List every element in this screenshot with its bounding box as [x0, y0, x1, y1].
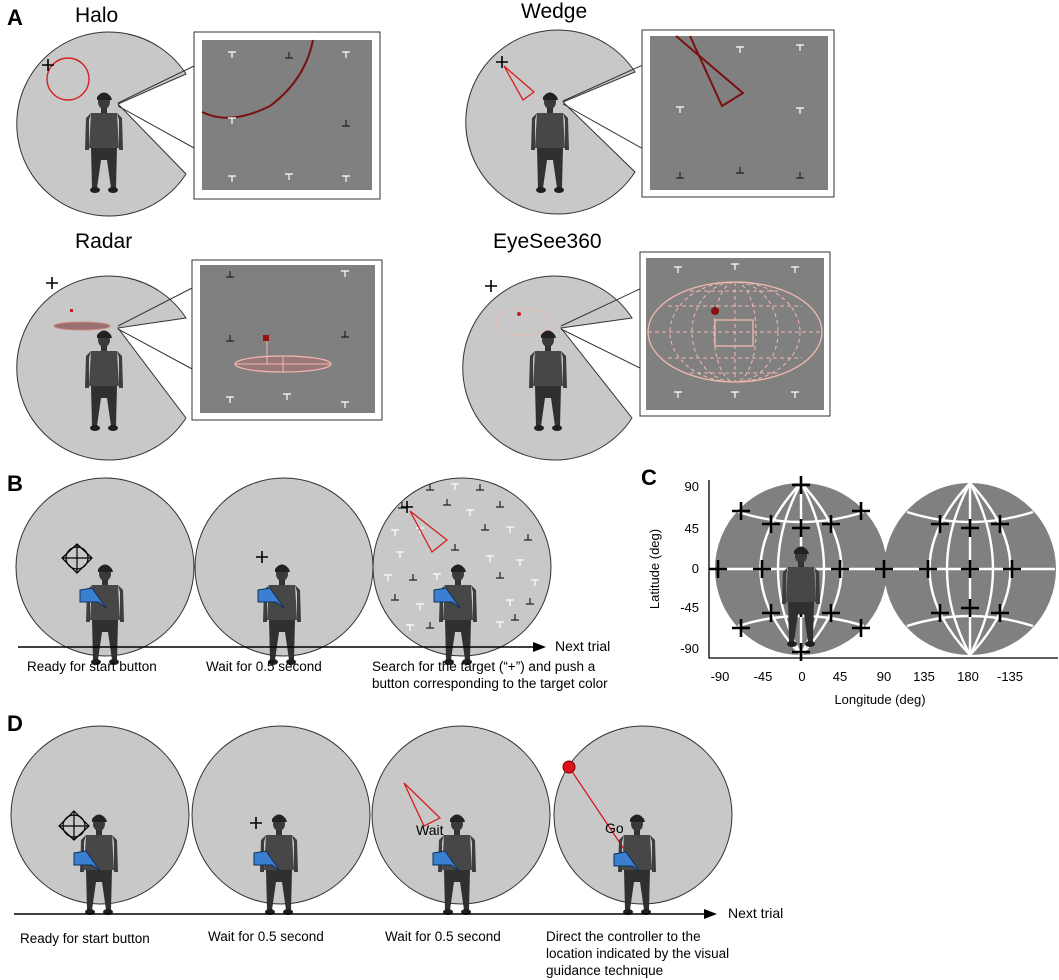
- x-tick: -90: [710, 669, 730, 684]
- caption-wait: Wait for 0.5 second: [208, 929, 324, 944]
- panel-b-scenes: [15, 477, 552, 665]
- start-diamond-icon: [61, 543, 93, 574]
- y-tick: 45: [684, 521, 699, 536]
- title-wedge: Wedge: [521, 0, 588, 23]
- caption-wait: Wait for 0.5 second: [206, 659, 322, 674]
- radar-zoom-view: [191, 259, 383, 421]
- panel-label-a: A: [7, 5, 23, 30]
- target-plus-icon: [45, 276, 59, 290]
- x-tick: 0: [798, 669, 806, 684]
- wedge-zoom-view: [641, 29, 835, 198]
- radar-disc: [53, 321, 111, 331]
- go-target-dot: [562, 760, 576, 774]
- y-axis-label: Latitude (deg): [647, 528, 662, 610]
- x-axis-label: Longitude (deg): [834, 692, 926, 707]
- next-trial-label: Next trial: [555, 638, 611, 654]
- panel-label-d: D: [7, 711, 23, 736]
- panel-d-scenes: [10, 725, 733, 919]
- caption-direct: Direct the controller to the location in…: [546, 929, 730, 978]
- wait-label: Wait: [416, 822, 444, 838]
- title-radar: Radar: [75, 230, 133, 253]
- y-tick: 90: [684, 479, 699, 494]
- start-diamond-icon: [58, 810, 90, 841]
- x-tick: 90: [876, 669, 892, 684]
- y-tick: -90: [680, 641, 699, 656]
- y-tick: -45: [680, 600, 699, 615]
- x-tick: 180: [957, 669, 979, 684]
- wedge-sphere-scene: [465, 29, 646, 215]
- panel-c-map: [707, 474, 1058, 663]
- caption-ready: Ready for start button: [27, 659, 157, 674]
- title-eyesee360: EyeSee360: [493, 230, 602, 253]
- eyesee-sphere-scene: [462, 275, 645, 461]
- eyesee-zoom-view: [639, 251, 831, 417]
- halo-sphere-scene: [16, 31, 195, 217]
- axis-lines: [708, 480, 1058, 659]
- wedge-triangle: [503, 65, 536, 101]
- x-tick: 45: [832, 669, 848, 684]
- wedge-triangle: [409, 510, 449, 553]
- panel-label-b: B: [7, 471, 23, 496]
- radar-sphere-scene: [16, 275, 195, 461]
- y-tick: 0: [691, 561, 699, 576]
- title-halo: Halo: [75, 4, 119, 27]
- target-plus-icon: [484, 279, 498, 293]
- eyesee-overlay: [495, 308, 553, 336]
- x-tick: -45: [753, 669, 773, 684]
- panel-label-c: C: [641, 465, 657, 490]
- x-tick: -135: [996, 669, 1024, 684]
- halo-ring: [46, 57, 90, 101]
- wedge-triangle: [403, 782, 442, 827]
- next-trial-label: Next trial: [728, 905, 784, 921]
- caption-ready: Ready for start button: [20, 931, 150, 946]
- guidance-line: [568, 766, 629, 856]
- halo-zoom-view: [193, 31, 381, 200]
- caption-wait: Wait for 0.5 second: [385, 929, 501, 944]
- caption-search: Search for the target (“+”) and push a b…: [372, 659, 608, 691]
- x-tick: 135: [913, 669, 935, 684]
- go-label: Go: [605, 820, 624, 836]
